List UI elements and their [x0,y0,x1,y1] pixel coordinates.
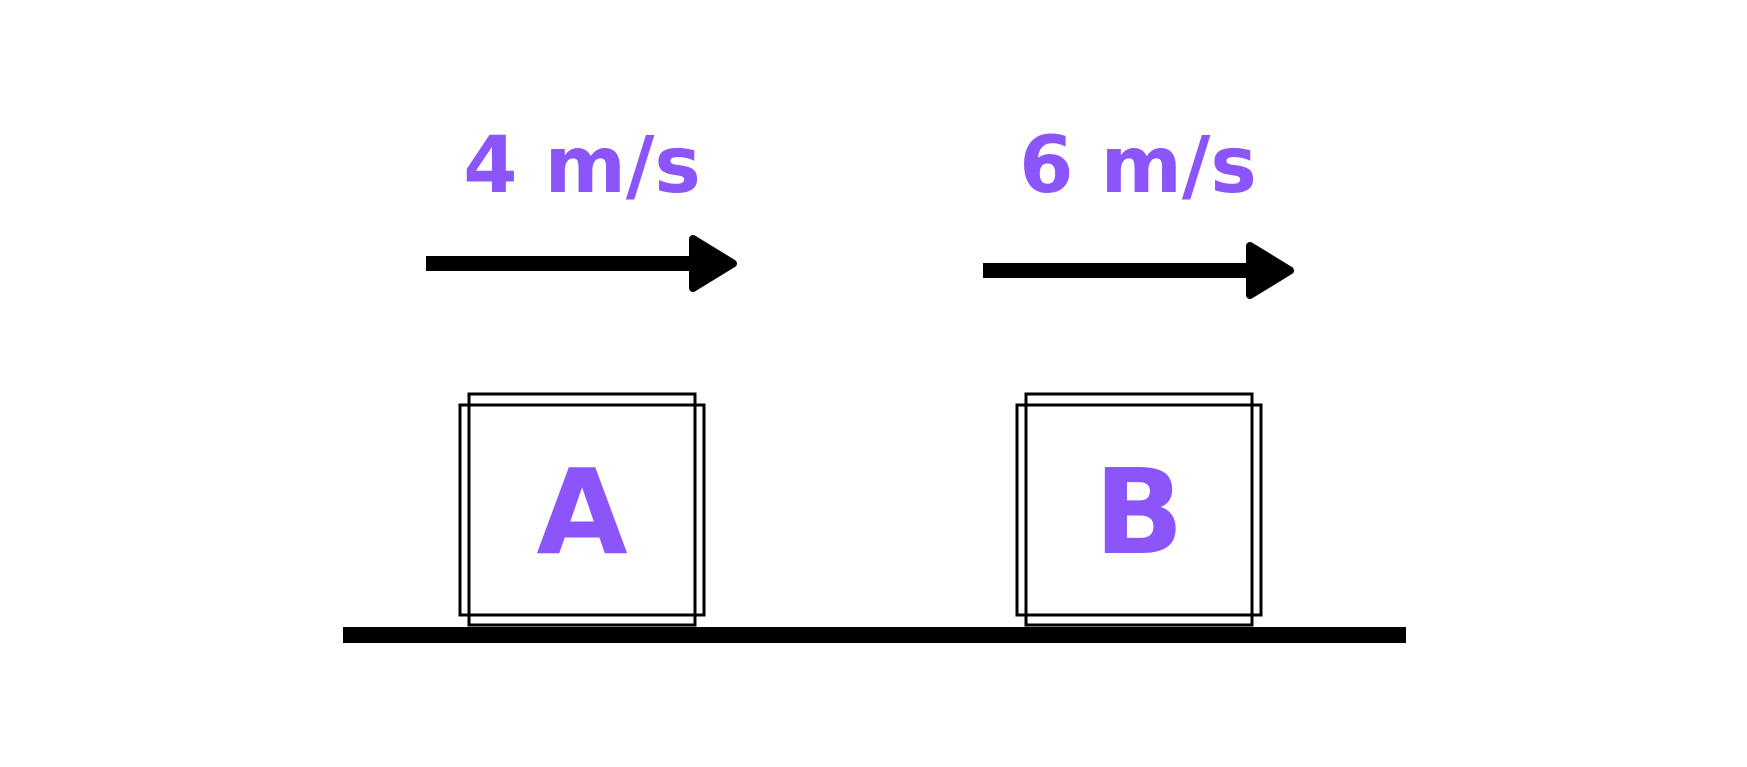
block-a-arrowhead-icon [689,235,737,292]
block-b-outline-wide [1015,403,1263,617]
block-b-group: 6 m/s B [983,121,1294,627]
block-a-label: A [536,443,627,581]
block-a-outline-tall [467,392,697,627]
block-b-arrow-shaft [983,263,1255,278]
block-a-group: 4 m/s A [426,121,737,627]
block-b-outline-tall [1024,392,1254,627]
block-b-label: B [1094,443,1184,581]
block-b-arrowhead-icon [1246,242,1294,299]
block-b-velocity-label: 6 m/s [1019,121,1257,211]
block-b-box: B [1015,392,1263,627]
ground-line [343,627,1406,643]
block-a-velocity-label: 4 m/s [463,121,701,211]
block-a-box: A [458,392,706,627]
block-a-outline-wide [458,403,706,617]
block-a-velocity-arrow [426,235,737,292]
block-a-arrow-shaft [426,256,698,271]
block-b-velocity-arrow [983,242,1294,299]
